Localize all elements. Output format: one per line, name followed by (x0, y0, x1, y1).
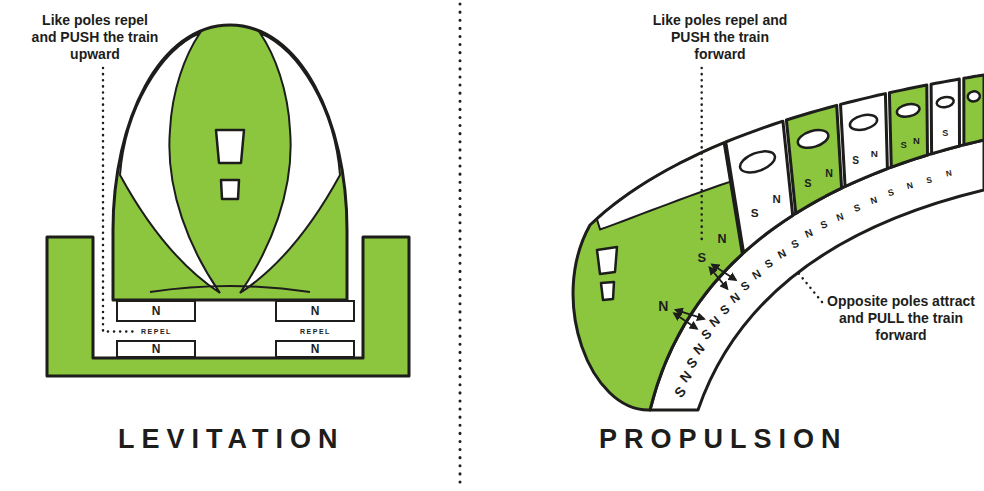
train-pole-letter-text: N (717, 232, 726, 246)
train-window (848, 112, 878, 132)
panel-heading-text: LEVITATION (118, 424, 345, 454)
train-pole-letter: N (825, 167, 833, 178)
callout-text-text: Opposite poles attract and PULL the trai… (827, 293, 975, 343)
train-pole-letter: N (913, 136, 920, 145)
pole-letter: N (152, 305, 161, 317)
train-stripe (240, 33, 340, 293)
train-pole-letter: S (901, 140, 907, 150)
train-pole-letter: N (658, 299, 668, 313)
train-window (737, 147, 778, 176)
train-pole-letter-text: S (751, 206, 759, 220)
pole-letter: N (152, 343, 161, 355)
train-car (889, 85, 927, 167)
train-pole-letter: S (942, 128, 948, 137)
train-pole-letter-text: N (913, 135, 920, 146)
train-car (841, 94, 888, 187)
train-car (573, 143, 742, 410)
magnet-box: N (116, 300, 196, 322)
callout-text: Like poles repel and PUSH the train upwa… (30, 12, 160, 63)
train-window (967, 90, 981, 102)
callout-text-text: Like poles repel and PUSH the train forw… (653, 12, 788, 62)
repel-label-text: REPEL (300, 328, 331, 335)
train-car-outline (573, 143, 742, 410)
train-front (113, 25, 347, 300)
repel-label-text: REPEL (141, 328, 172, 335)
train-window (597, 247, 617, 274)
train-stripe (597, 143, 731, 230)
pole-letter: N (311, 343, 320, 355)
magnet-box: N (275, 300, 355, 322)
track-pole-letter: N (945, 170, 952, 179)
train-pole-letter-text: S (942, 127, 948, 137)
train-car (964, 75, 984, 145)
train-window (936, 96, 955, 109)
train-pole-letter-text: N (825, 166, 833, 178)
callout-text: Opposite poles attract and PULL the trai… (826, 293, 976, 344)
train-pole-letter-text: S (697, 250, 706, 265)
callout-text: Like poles repel and PUSH the train forw… (650, 12, 790, 63)
magnet-box: N (116, 340, 196, 358)
train-pole-letter: N (717, 233, 726, 246)
panel-heading: PROPULSION (599, 424, 848, 455)
track-pole-letter: N (906, 181, 914, 191)
train-stripe (120, 33, 220, 293)
leader-line (700, 68, 703, 244)
force-arrow (712, 265, 736, 281)
panel-heading: LEVITATION (118, 424, 345, 455)
train-pole-letter-text: S (852, 155, 859, 166)
train-window (216, 130, 244, 163)
train-pole-letter-text: S (901, 139, 907, 150)
callout-text-text: Like poles repel and PUSH the train upwa… (32, 12, 159, 62)
train-pole-letter-text: N (658, 298, 668, 314)
train-pole-letter: S (751, 208, 759, 220)
force-arrow (710, 267, 728, 289)
train-window (221, 180, 239, 199)
train-pole-letter: N (772, 194, 780, 205)
leader-line (103, 68, 134, 332)
divider (459, 4, 462, 487)
train-car (931, 79, 959, 154)
leader-line (798, 273, 822, 303)
train-car (786, 105, 841, 213)
repel-label: REPEL (297, 327, 334, 336)
panel-heading-text: PROPULSION (599, 424, 848, 454)
pole-letter: N (311, 305, 320, 317)
train-pole-letter-text: S (804, 176, 811, 188)
train-car (726, 121, 793, 253)
train-window (796, 127, 831, 151)
force-arrow (676, 310, 705, 319)
track-pole-letter: S (926, 175, 933, 184)
magnet-box: N (275, 340, 355, 358)
train-skirt (150, 286, 310, 292)
train-pole-letter-text: N (772, 193, 780, 205)
repel-label: REPEL (138, 327, 175, 336)
train-window (601, 282, 614, 300)
train-pole-letter: N (871, 149, 878, 159)
train-pole-letter: S (697, 252, 706, 265)
train-pole-letter-text: N (871, 148, 878, 159)
track-pole-letter-text: N (945, 169, 952, 179)
train-pole-letter: S (804, 177, 811, 188)
train-window (896, 102, 921, 118)
train-pole-letter: S (852, 156, 859, 166)
